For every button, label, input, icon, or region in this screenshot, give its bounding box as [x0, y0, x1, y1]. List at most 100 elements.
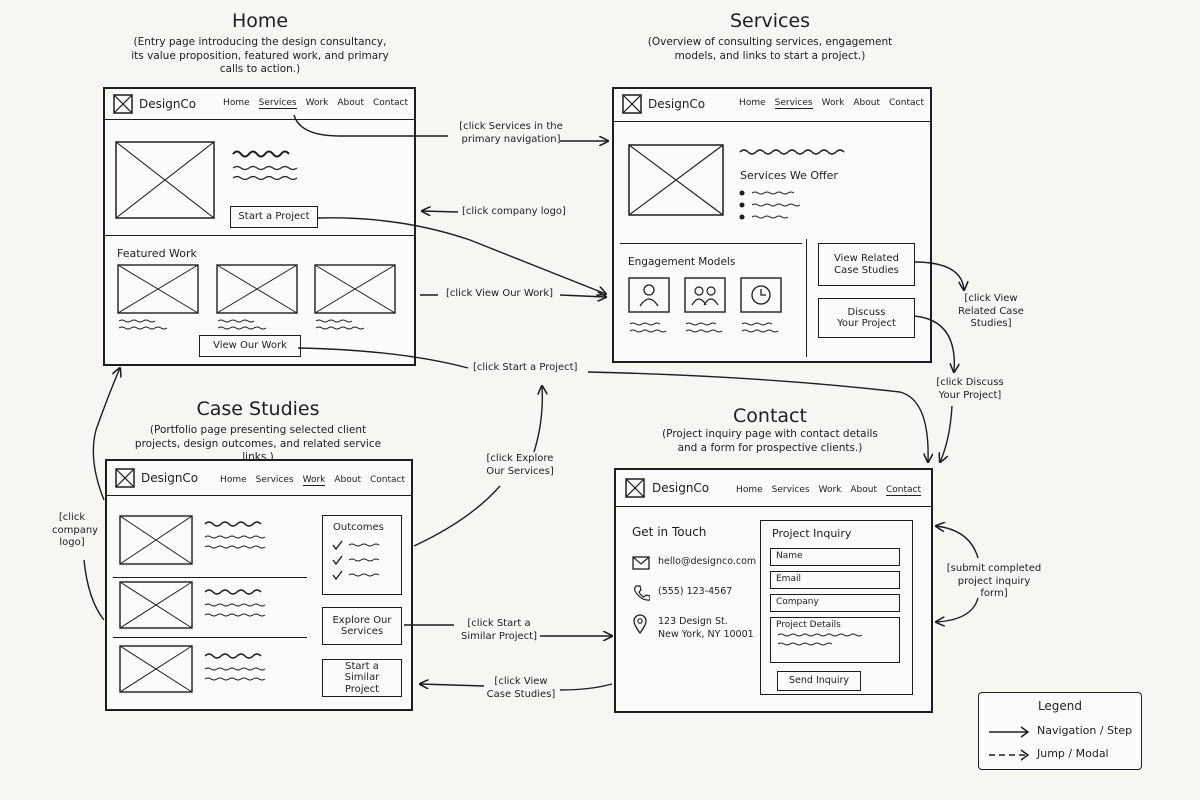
- logo-placeholder-icon[interactable]: [115, 468, 135, 488]
- legend-item-jump: Jump / Modal: [1037, 747, 1109, 760]
- arrow-logo-left-low: [83, 559, 105, 621]
- home-header: DesignCo Home Services Work About Contac…: [105, 89, 414, 120]
- annotation-click-logo-right: [click company logo]: [462, 206, 566, 217]
- contact-phone[interactable]: (555) 123-4567: [658, 586, 733, 597]
- services-nav: Home Services Work About Contact: [739, 98, 924, 109]
- nav-contact[interactable]: Contact: [372, 98, 408, 108]
- engagement-captions-placeholder: [629, 322, 779, 333]
- case-text-1-placeholder: [204, 521, 266, 549]
- discuss-your-project-button[interactable]: Discuss Your Project: [818, 298, 915, 338]
- featured-image-1-icon: [117, 264, 199, 314]
- nav-home[interactable]: Home: [223, 98, 250, 108]
- arrow-logo-home: [422, 211, 459, 212]
- nav-services[interactable]: Services: [771, 485, 810, 495]
- project-details-scribble: [777, 633, 863, 646]
- contact-page-title: Contact: [733, 405, 807, 427]
- logo-placeholder-icon[interactable]: [622, 94, 642, 114]
- featured-work-label: Featured Work: [117, 247, 197, 260]
- project-details-field[interactable]: Project Details: [770, 617, 900, 663]
- case-studies-nav: Home Services Work About Contact: [220, 475, 405, 486]
- arrow-view-work-right: [559, 295, 606, 297]
- name-field[interactable]: Name: [770, 548, 900, 566]
- case-text-3-placeholder: [204, 653, 266, 681]
- legend: Legend Navigation / Step Jump / Modal: [978, 692, 1142, 770]
- logo-placeholder-icon[interactable]: [113, 94, 133, 114]
- nav-home[interactable]: Home: [739, 98, 766, 108]
- location-pin-icon: [633, 614, 647, 634]
- nav-work[interactable]: Work: [821, 98, 845, 108]
- company-field[interactable]: Company: [770, 594, 900, 612]
- nav-about[interactable]: About: [850, 485, 877, 495]
- featured-captions-placeholder: [118, 319, 365, 330]
- services-wireframe: DesignCo Home Services Work About Contac…: [612, 87, 932, 363]
- nav-about[interactable]: About: [337, 98, 364, 108]
- featured-image-3-icon: [314, 264, 396, 314]
- hero-text-placeholder: [232, 150, 298, 181]
- nav-work[interactable]: Work: [302, 475, 326, 486]
- case-divider-2: [113, 637, 307, 638]
- contact-nav: Home Services Work About Contact: [736, 485, 921, 496]
- outcomes-checklist-icon: [332, 540, 380, 581]
- view-related-case-studies-button[interactable]: View Related Case Studies: [818, 243, 915, 286]
- logo-text[interactable]: DesignCo: [141, 471, 199, 485]
- nav-about[interactable]: About: [853, 98, 880, 108]
- annotation-click-logo-left: [click company logo]: [52, 512, 99, 548]
- services-page-title: Services: [729, 10, 811, 32]
- email-field[interactable]: Email: [770, 571, 900, 589]
- legend-title: Legend: [1037, 699, 1083, 713]
- nav-home[interactable]: Home: [736, 485, 763, 495]
- nav-home[interactable]: Home: [220, 475, 247, 485]
- outcomes-panel: Outcomes: [322, 515, 402, 595]
- logo-text[interactable]: DesignCo: [652, 481, 710, 495]
- address-line-2: New York, NY 10001: [658, 628, 754, 640]
- legend-item-navigation: Navigation / Step: [1037, 724, 1133, 737]
- services-page-description: (Overview of consulting services, engage…: [647, 36, 893, 62]
- team-icon: [684, 277, 726, 313]
- annotation-submit-form: [submit completed project inquiry form]: [946, 563, 1042, 599]
- engagement-divider: [620, 243, 802, 244]
- start-project-button[interactable]: Start a Project: [230, 206, 318, 228]
- services-hero-image-icon: [628, 144, 724, 216]
- phone-icon: [634, 585, 650, 601]
- send-inquiry-button[interactable]: Send Inquiry: [777, 671, 861, 691]
- contact-page-description: (Project inquiry page with contact detai…: [662, 428, 878, 454]
- services-bullet-list: [739, 190, 801, 220]
- outcomes-label: Outcomes: [333, 522, 384, 533]
- vertical-divider: [806, 239, 807, 357]
- logo-placeholder-icon[interactable]: [625, 478, 645, 498]
- nav-services[interactable]: Services: [255, 475, 294, 485]
- view-our-work-button[interactable]: View Our Work: [199, 335, 301, 357]
- user-icon: [628, 277, 670, 313]
- case-image-1-icon: [119, 515, 193, 565]
- nav-work[interactable]: Work: [818, 485, 842, 495]
- nav-contact[interactable]: Contact: [369, 475, 405, 485]
- explore-our-services-button[interactable]: Explore Our Services: [322, 607, 402, 645]
- case-image-2-icon: [119, 581, 193, 629]
- case-studies-wireframe: DesignCo Home Services Work About Contac…: [105, 459, 413, 711]
- annotation-click-start-project: [click Start a Project]: [473, 362, 578, 373]
- project-details-label: Project Details: [776, 620, 841, 630]
- arrow-submit-form-top: [936, 526, 979, 559]
- contact-address: 123 Design St. New York, NY 10001: [658, 616, 754, 642]
- nav-about[interactable]: About: [334, 475, 361, 485]
- nav-services[interactable]: Services: [258, 98, 297, 109]
- home-wireframe: DesignCo Home Services Work About Contac…: [103, 87, 416, 366]
- logo-text[interactable]: DesignCo: [648, 97, 706, 111]
- nav-contact[interactable]: Contact: [888, 98, 924, 108]
- featured-image-2-icon: [216, 264, 298, 314]
- nav-work[interactable]: Work: [305, 98, 329, 108]
- get-in-touch-heading: Get in Touch: [632, 525, 707, 539]
- legend-line-icons: [989, 726, 1030, 761]
- logo-text[interactable]: DesignCo: [139, 97, 197, 111]
- contact-email[interactable]: hello@designco.com: [658, 556, 757, 567]
- nav-services[interactable]: Services: [774, 98, 813, 109]
- nav-contact[interactable]: Contact: [885, 485, 921, 496]
- case-image-3-icon: [119, 645, 193, 693]
- services-header: DesignCo Home Services Work About Contac…: [614, 89, 930, 122]
- services-heading-scribble: [739, 149, 845, 155]
- start-similar-project-button[interactable]: Start a Similar Project: [322, 659, 402, 697]
- address-line-1: 123 Design St.: [658, 616, 728, 627]
- project-inquiry-form: Project Inquiry Name Email Company Proje…: [760, 520, 913, 695]
- home-page-title: Home: [231, 10, 289, 32]
- section-divider: [105, 235, 414, 236]
